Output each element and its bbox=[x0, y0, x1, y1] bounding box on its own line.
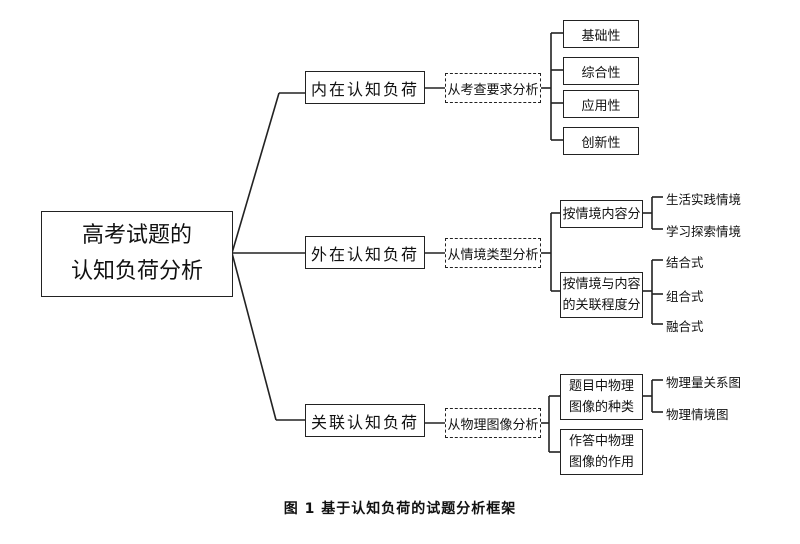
requirement-label: 基础性 bbox=[581, 28, 621, 44]
context-category-node: 按情境内容分 bbox=[560, 200, 643, 228]
requirement-label: 应用性 bbox=[581, 98, 621, 114]
extraneous-load-node: 外在认知负荷 bbox=[305, 236, 425, 269]
leaf-item: 学习探索情境 bbox=[666, 224, 742, 239]
leaf-item: 生活实践情境 bbox=[666, 192, 742, 207]
method-node-requirements: 从考查要求分析 bbox=[445, 73, 541, 103]
requirement-node: 综合性 bbox=[563, 57, 639, 85]
root-label: 高考试题的 认知负荷分析 bbox=[70, 223, 203, 284]
requirement-node: 应用性 bbox=[563, 90, 639, 118]
leaf-item: 物理情境图 bbox=[666, 407, 729, 422]
image-category-label: 题目中物理 图像的种类 bbox=[568, 379, 634, 415]
intrinsic-load-label: 内在认知负荷 bbox=[310, 79, 419, 99]
leaf-item: 组合式 bbox=[666, 289, 704, 304]
requirement-label: 创新性 bbox=[581, 135, 621, 151]
intrinsic-load-node: 内在认知负荷 bbox=[305, 71, 425, 104]
leaf-item: 物理量关系图 bbox=[666, 375, 742, 390]
image-category-node: 题目中物理 图像的种类 bbox=[560, 374, 643, 420]
method-label: 从考查要求分析 bbox=[447, 82, 539, 98]
extraneous-load-label: 外在认知负荷 bbox=[310, 244, 419, 264]
method-node-context: 从情境类型分析 bbox=[445, 238, 541, 268]
method-label: 从物理图像分析 bbox=[447, 417, 539, 433]
requirement-node: 基础性 bbox=[563, 20, 639, 48]
germane-load-node: 关联认知负荷 bbox=[305, 404, 425, 437]
context-category-label: 按情境与内容 的关联程度分 bbox=[562, 277, 641, 313]
root-node: 高考试题的 认知负荷分析 bbox=[41, 211, 233, 297]
image-category-label: 作答中物理 图像的作用 bbox=[568, 434, 634, 470]
germane-load-label: 关联认知负荷 bbox=[310, 412, 419, 432]
figure-caption: 图 1 基于认知负荷的试题分析框架 bbox=[283, 501, 517, 517]
leaf-item: 结合式 bbox=[666, 255, 704, 270]
requirement-label: 综合性 bbox=[581, 65, 621, 81]
context-category-label: 按情境内容分 bbox=[562, 206, 641, 222]
method-node-images: 从物理图像分析 bbox=[445, 408, 541, 438]
leaf-item: 融合式 bbox=[666, 319, 704, 334]
requirement-node: 创新性 bbox=[563, 127, 639, 155]
method-label: 从情境类型分析 bbox=[447, 247, 539, 263]
context-category-node: 按情境与内容 的关联程度分 bbox=[560, 272, 643, 318]
image-category-node: 作答中物理 图像的作用 bbox=[560, 429, 643, 475]
